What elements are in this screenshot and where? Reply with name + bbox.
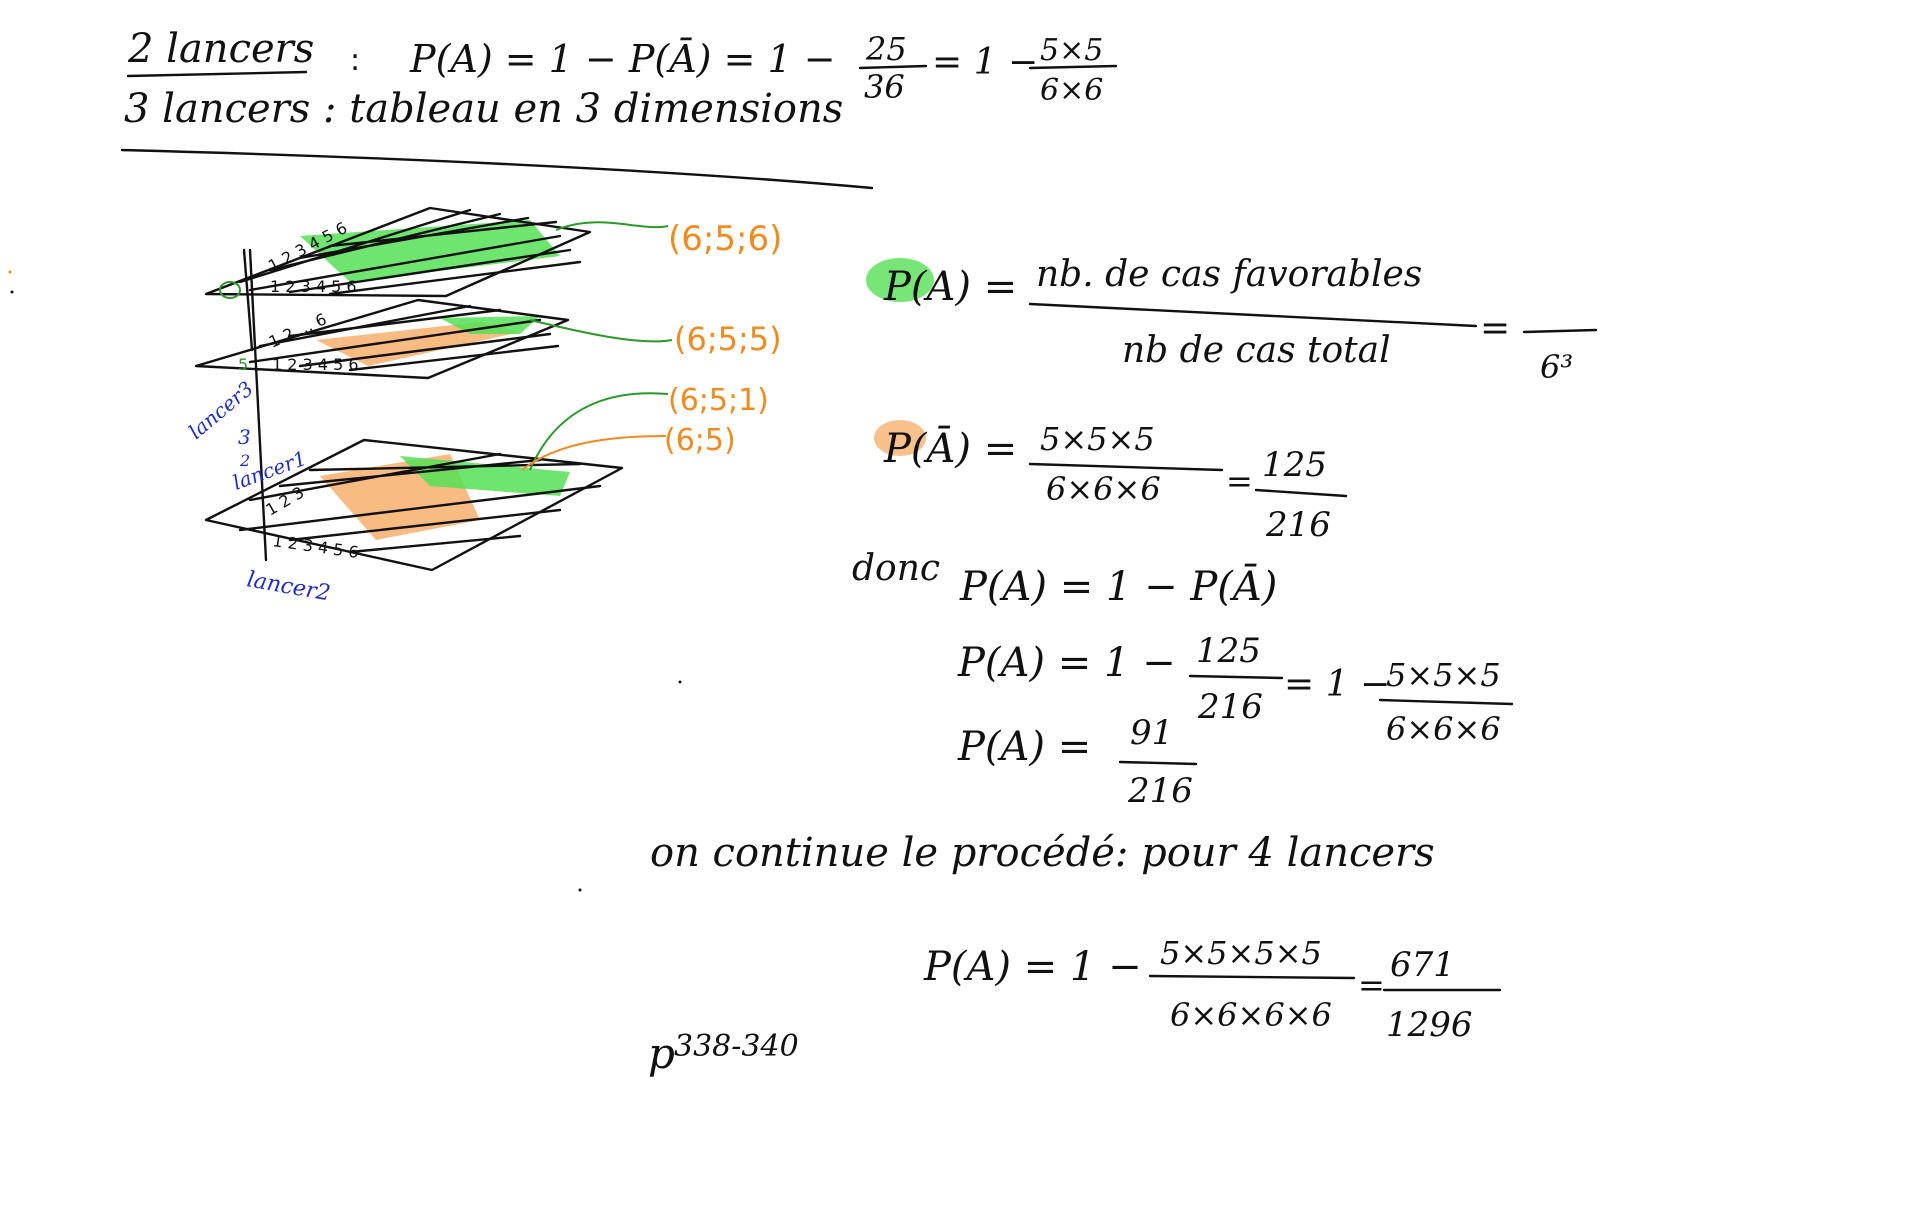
orange-highlight-mark (874, 420, 926, 456)
comp-num2: 125 (1262, 445, 1327, 485)
callout-top-line (555, 221, 669, 231)
step3-den: 216 (1127, 771, 1193, 811)
step4-num2: 671 (1390, 945, 1455, 985)
line1-frac2-num: 5×5 (1040, 33, 1103, 68)
vertical-axis (248, 248, 268, 562)
line1-frac1-den: 36 (864, 68, 905, 106)
callout-top-label: (6;5;6) (668, 219, 782, 259)
line1-frac2-den: 6×6 (1040, 73, 1103, 108)
step3-lhs: P(A) = (957, 724, 1091, 770)
mid-layer-grid (194, 298, 570, 380)
page-ref-p: p (648, 1029, 675, 1078)
section-divider (120, 148, 874, 190)
callout-mid-line (529, 319, 673, 343)
comp-eq: = (1226, 462, 1253, 500)
fav-lhs: P(A) = (883, 264, 1017, 310)
step3-bar (1118, 760, 1198, 766)
three-d-table-diagram: 1 2 3 4 5 6 1 2 3 4 5 6 1 2 ... 6 1 2 3 … (184, 206, 782, 607)
line1-frac2-bar (1028, 64, 1118, 70)
line1-colon: : (350, 43, 360, 78)
step4-eq: = (1358, 966, 1385, 1004)
line1-equation: P(A) = 1 − P(Ā) = 1 − (409, 37, 836, 81)
bottom-layer-gridlines (238, 452, 602, 554)
vertical-axis-2 (242, 248, 254, 352)
callout-lower1-label: (6;5;1) (668, 383, 769, 418)
line1-frac1-num: 25 (865, 30, 907, 68)
comp-num: 5×5×5 (1040, 420, 1155, 458)
step2-bar (1188, 674, 1284, 680)
stray-dot-2 (10, 290, 14, 294)
line2-text: 3 lancers : tableau en 3 dimensions (124, 86, 843, 132)
stray-dot-4 (578, 888, 582, 892)
mid-layer-col-labels: 1 2 ... 6 (266, 309, 330, 351)
line1-frac1-bar (858, 64, 928, 70)
top-layer-grid (204, 206, 592, 298)
line1-underline (126, 70, 308, 78)
line1-mid: = 1 − (932, 42, 1038, 83)
step2-den: 216 (1197, 687, 1263, 727)
step2-lhs: P(A) = 1 − (957, 640, 1176, 686)
mid-layer-row-labels: 1 2 3 4 5 6 (272, 355, 359, 374)
comp-fraction-bar2 (1254, 488, 1348, 498)
top-layer-row-labels: 1 2 3 4 5 6 (270, 277, 357, 296)
donc-expr: P(A) = 1 − P(Ā) (959, 564, 1277, 610)
step3-num: 91 (1130, 713, 1173, 753)
comp-den2: 216 (1265, 505, 1331, 545)
fav-rhs-bar (1522, 328, 1598, 334)
top-layer-gridlines (238, 208, 582, 296)
green-highlight-mark (866, 258, 934, 302)
continue-text: on continue le procédé: pour 4 lancers (650, 830, 1435, 876)
mid-layer-gridlines (248, 304, 560, 372)
step4-num: 5×5×5×5 (1160, 934, 1322, 972)
step4-den2: 1296 (1386, 1005, 1473, 1045)
stray-dot-3 (678, 680, 682, 684)
callout-lower2-line (521, 435, 667, 471)
mid-layer-green-highlight (440, 316, 540, 334)
callout-lower1-line (529, 392, 669, 471)
step2-num: 125 (1196, 631, 1261, 671)
step2-num2: 5×5×5 (1386, 656, 1501, 694)
comp-den: 6×6×6 (1046, 470, 1161, 508)
callout-lower2-label: (6;5) (664, 423, 736, 458)
mid-layer-mark: 5 (238, 355, 248, 374)
step4-lhs: P(A) = 1 − (923, 944, 1142, 990)
bottom-layer-grid (204, 438, 624, 572)
fav-rhs-den: 6³ (1540, 348, 1573, 386)
step4-bar (1148, 974, 1356, 980)
bottom-layer-row-labels: 1 2 3 4 5 6 (271, 531, 359, 562)
top-layer-mark (219, 281, 241, 299)
fav-fraction-bar (1028, 302, 1478, 328)
page-ref-range: 338-340 (674, 1029, 799, 1064)
step4-den: 6×6×6×6 (1170, 996, 1332, 1034)
fav-eq: = (1480, 308, 1510, 349)
stray-dot-1 (8, 270, 12, 274)
donc-word: donc (852, 548, 940, 589)
step2-bar2 (1378, 698, 1514, 706)
comp-fraction-bar (1028, 462, 1224, 472)
comp-lhs: P(Ā) = (883, 426, 1017, 472)
fav-denominator: nb de cas total (1122, 330, 1391, 371)
step2-den2: 6×6×6 (1386, 710, 1501, 748)
axis-label-n2: 2 (239, 451, 250, 470)
fav-numerator: nb. de cas favorables (1036, 254, 1422, 295)
callout-mid-label: (6;5;5) (674, 320, 782, 358)
top-layer-green-highlight (300, 220, 560, 282)
step2-mid: = 1 − (1284, 664, 1390, 705)
axis-label-n3: 3 (238, 425, 251, 449)
line1-label: 2 lancers (127, 26, 314, 72)
axis-label-lancer2: lancer2 (245, 567, 332, 606)
